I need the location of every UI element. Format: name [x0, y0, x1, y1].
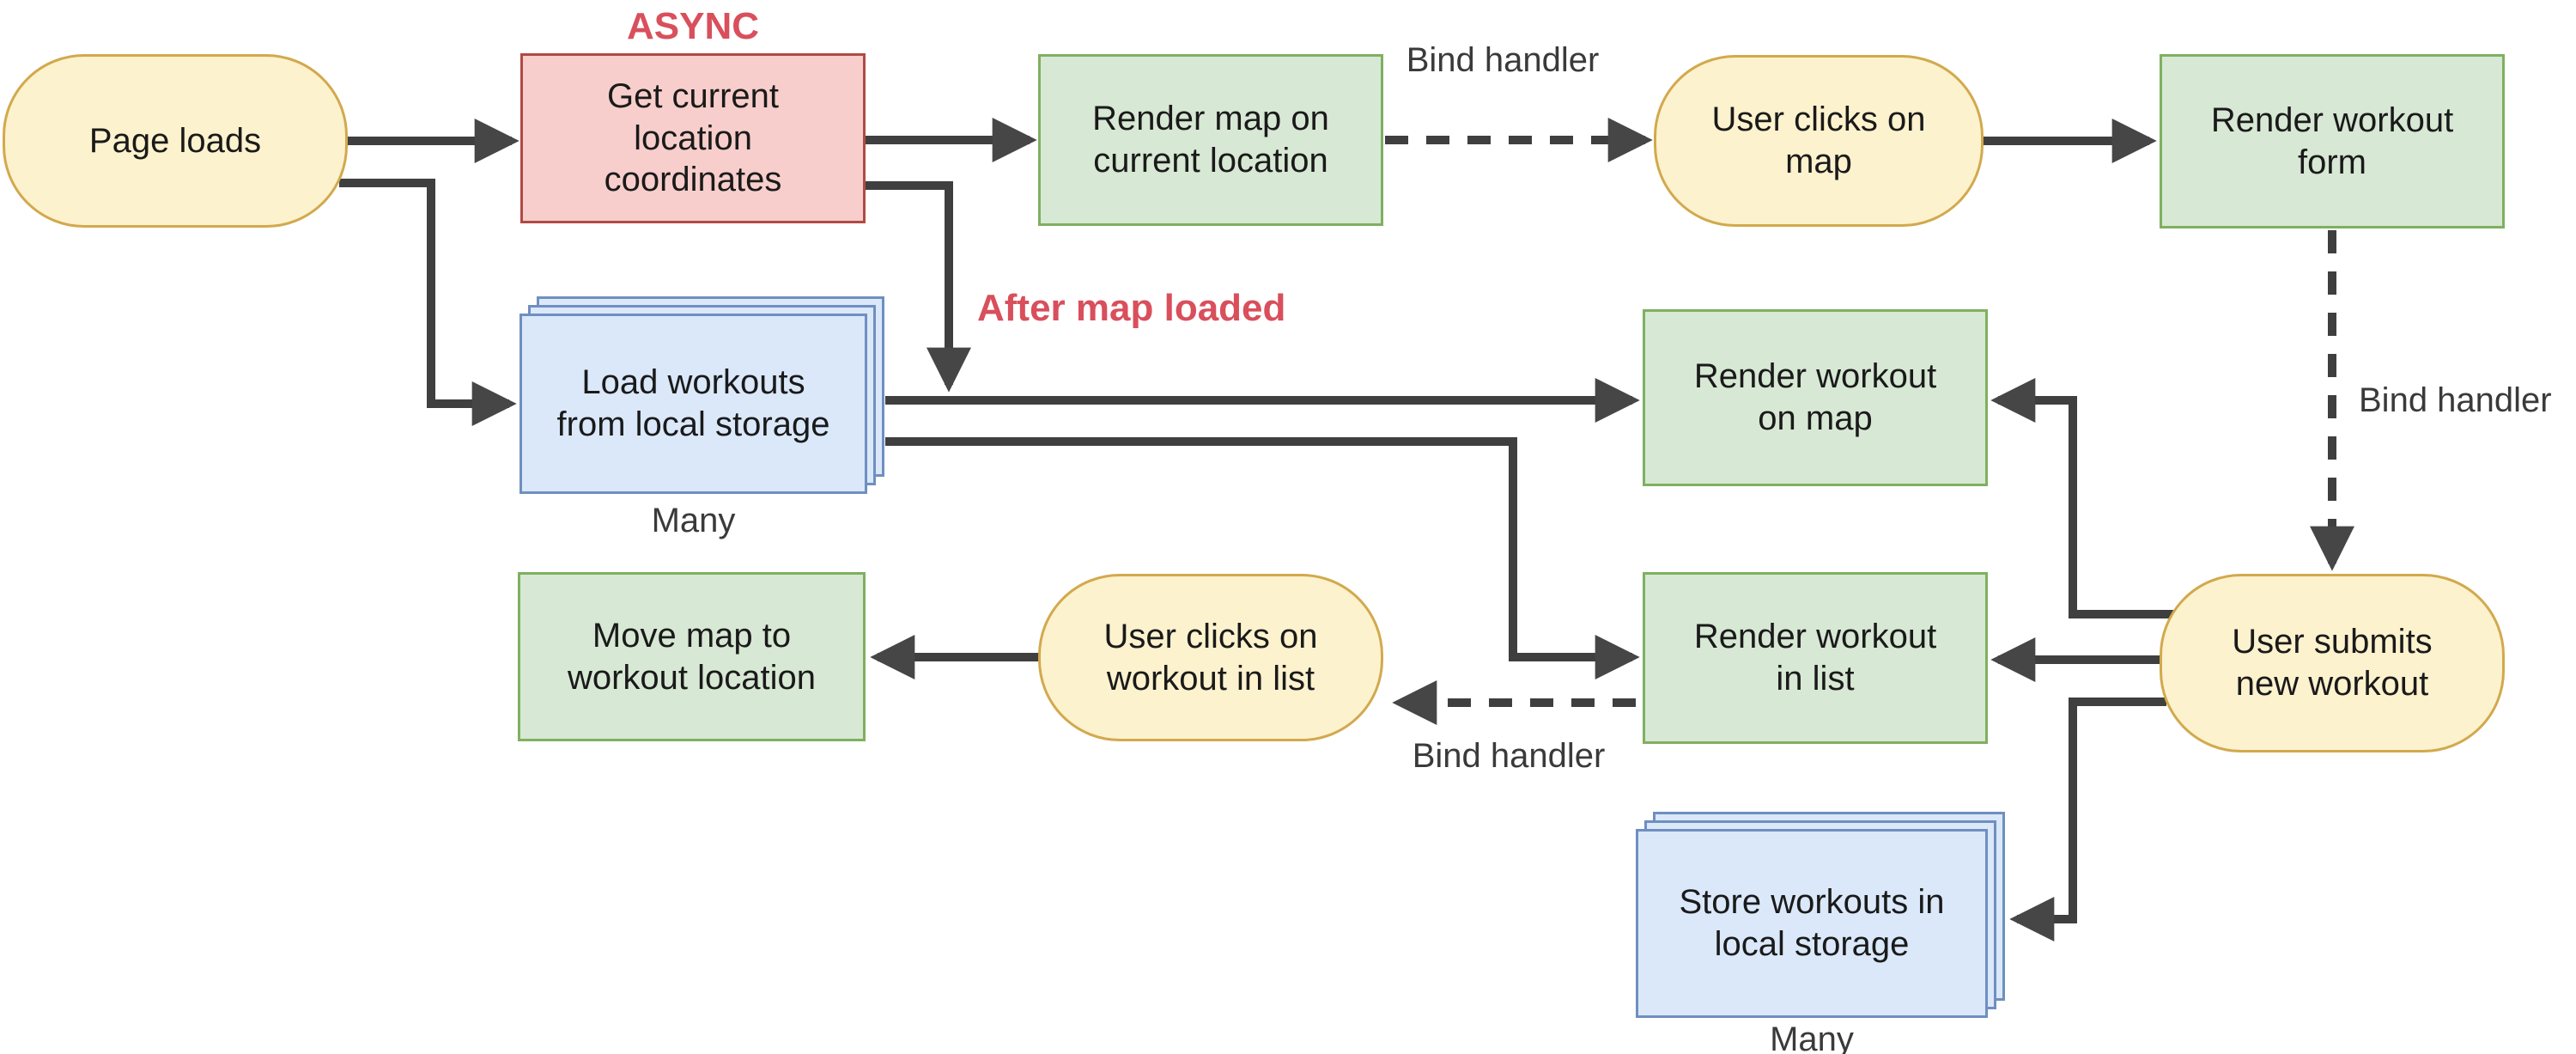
- node-label: User clicks on workout in list: [1103, 617, 1318, 698]
- node-user-clicks-on-map: User clicks on map: [1654, 55, 1984, 227]
- node-render-map-on-current-location: Render map on current location: [1038, 54, 1383, 226]
- node-label: Page loads: [88, 121, 262, 160]
- edge-after-map-loaded: [863, 181, 971, 393]
- stack-card-front: [1636, 829, 1988, 1018]
- node-label: Store workouts in local storage: [1679, 883, 1945, 963]
- node-label: Load workouts from local storage: [556, 363, 830, 443]
- node-get-current-location: Get current location coordinates: [520, 53, 866, 223]
- node-label: Render map on current location: [1092, 100, 1329, 180]
- edge-user-submits-to-render-on-map: [1990, 378, 2173, 618]
- stack-card-front: [519, 314, 867, 494]
- node-render-workout-on-map: Render workout on map: [1643, 309, 1988, 486]
- edge-load-workouts-to-render-in-list: [885, 437, 1640, 679]
- node-label: Get current location coordinates: [604, 76, 782, 199]
- node-store-workouts-stack: Store workouts in local storage: [1636, 812, 2005, 1018]
- label-async: ASYNC: [626, 5, 760, 47]
- node-label: Render workout form: [2210, 101, 2454, 181]
- label-bind-handler-right: Bind handler: [2359, 381, 2552, 419]
- node-page-loads: Page loads: [3, 54, 348, 228]
- node-label: Render workout in list: [1693, 618, 1937, 698]
- node-move-map-to-workout-location: Move map to workout location: [518, 572, 866, 741]
- label-bind-handler-top: Bind handler: [1406, 41, 1600, 79]
- node-label: Move map to workout location: [567, 616, 817, 697]
- node-label: User clicks on map: [1711, 101, 1926, 180]
- label-many-left: Many: [651, 502, 736, 539]
- node-label-wrap: Load workouts from local storage: [519, 314, 867, 494]
- node-load-workouts-stack: Load workouts from local storage: [519, 296, 884, 494]
- node-label-wrap: Store workouts in local storage: [1636, 829, 1988, 1018]
- label-bind-handler-bottom: Bind handler: [1412, 737, 1606, 775]
- label-many-right: Many: [1770, 1020, 1854, 1054]
- label-after-map-loaded: After map loaded: [977, 287, 1286, 329]
- node-user-submits-new-workout: User submits new workout: [2160, 574, 2505, 752]
- edge-user-submits-to-store-workouts: [2009, 698, 2166, 941]
- node-label: User submits new workout: [2232, 623, 2433, 703]
- node-render-workout-form: Render workout form: [2160, 54, 2505, 228]
- node-render-workout-in-list: Render workout in list: [1643, 572, 1988, 744]
- edge-page-loads-to-load-workouts: [339, 179, 517, 426]
- node-label: Render workout on map: [1693, 357, 1937, 437]
- node-user-clicks-on-workout-in-list: User clicks on workout in list: [1038, 574, 1383, 741]
